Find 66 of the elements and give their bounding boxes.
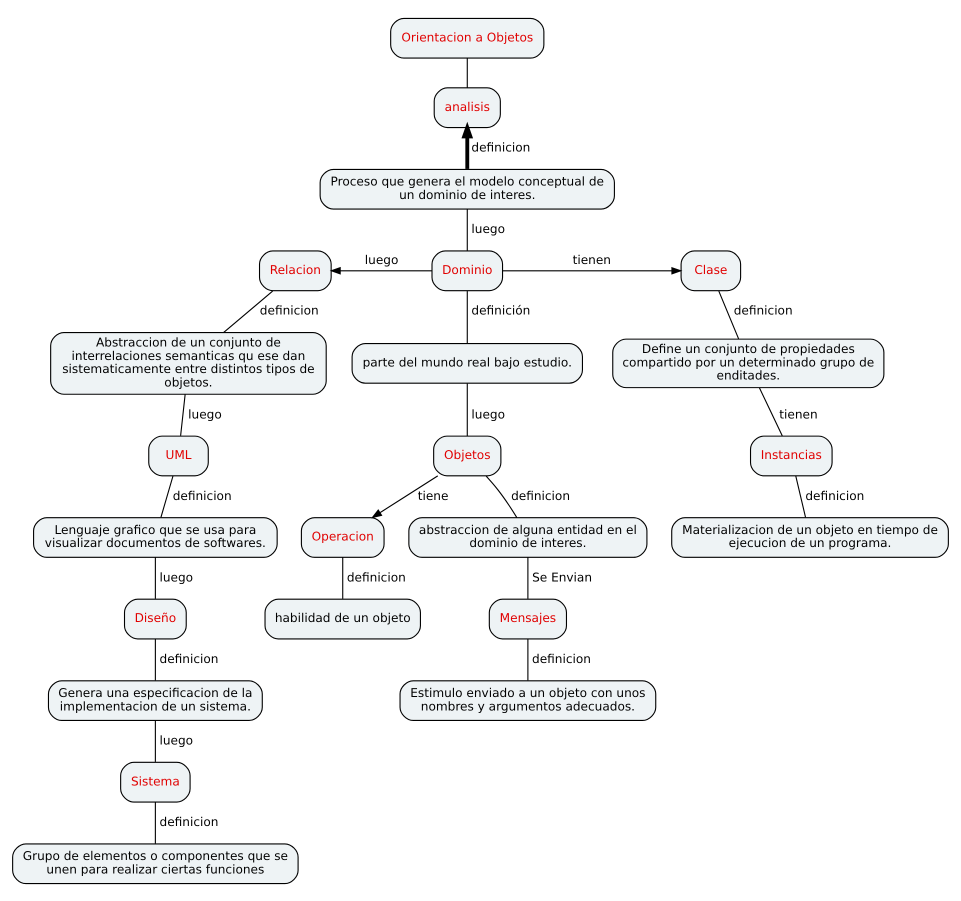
- edge-label: definicion: [160, 814, 218, 829]
- node-box: abstraccion de alguna entidad en el dominio de interes.: [408, 516, 648, 558]
- connector: [180, 394, 186, 436]
- edge-label: tienen: [572, 252, 612, 266]
- connector: [486, 475, 518, 518]
- node-box: Lenguaje grafico que se usa para visualizar documentos de softwares.: [33, 516, 278, 558]
- node-box: Dominio: [431, 250, 504, 291]
- edge-label: definicion: [734, 303, 793, 318]
- arrow: [330, 266, 432, 274]
- edge-label: luego: [471, 222, 506, 236]
- node-box: Objetos: [433, 435, 502, 476]
- connector: [527, 638, 528, 680]
- connector: [154, 720, 156, 762]
- arrow: [461, 121, 474, 168]
- edge-label: tiene: [418, 488, 448, 502]
- connector: [718, 290, 740, 339]
- connector: [758, 387, 783, 436]
- edge-label: definición: [471, 303, 530, 318]
- connector: [154, 638, 156, 680]
- arrow: [502, 266, 682, 274]
- connector: [466, 58, 468, 88]
- node-box: Materializacion de un objeto en tiempo de ejecucion de un programa.: [671, 516, 949, 558]
- node-box: analisis: [434, 86, 501, 128]
- node-box: habilidad de un objeto: [264, 598, 421, 639]
- edge-label: definicion: [532, 651, 591, 666]
- node-box: Abstraccion de un conjunto de interrelaciones semanticas qu ese dan sistematicamente entre distintos tipos de objetos.: [50, 331, 327, 394]
- connector: [795, 475, 806, 517]
- node-box: Clase: [680, 250, 742, 291]
- connector: [342, 556, 344, 598]
- connector: [466, 383, 468, 436]
- connector: [154, 556, 156, 598]
- node-box: Estimulo enviado a un objeto con unos nombres y argumentos adecuados.: [400, 680, 656, 721]
- edge-label: Se Envian: [532, 570, 592, 584]
- node-box: Sistema: [120, 761, 191, 802]
- node-box: Genera una especificacion de la implementacion de un sistema.: [48, 680, 263, 721]
- edge-label: luego: [160, 570, 194, 584]
- node-box: Define un conjunto de propiedades compartido por un determinado grupo de enditades.: [612, 338, 884, 388]
- connector: [154, 802, 156, 843]
- connector: [466, 290, 468, 343]
- arrow: [371, 474, 438, 518]
- node-box: parte del mundo real bajo estudio.: [352, 342, 583, 384]
- node-box: Grupo de elementos o componentes que se unen para realizar ciertas funciones: [12, 842, 299, 884]
- connector: [466, 208, 468, 250]
- edge-label: tienen: [779, 406, 818, 421]
- connector: [223, 290, 274, 332]
- node-box: Orientacion a Objetos: [390, 17, 544, 58]
- edge-label: luego: [188, 406, 222, 421]
- edge-label: definicion: [805, 488, 864, 502]
- edge-label: definicion: [511, 488, 570, 502]
- edge-label: definicion: [160, 651, 218, 666]
- connector: [160, 475, 174, 517]
- node-box: Operacion: [300, 516, 385, 558]
- node-box: Proceso que genera el modelo conceptual de un dominio de interes.: [320, 168, 615, 210]
- edge-label: luego: [364, 252, 398, 266]
- node-box: UML: [148, 435, 209, 476]
- edge-label: definicion: [346, 570, 406, 584]
- edge-label: luego: [160, 733, 194, 747]
- edge-label: definicion: [471, 140, 530, 154]
- connector: [527, 556, 528, 598]
- edge-label: luego: [471, 406, 506, 421]
- node-box: Diseño: [124, 598, 187, 639]
- node-box: Instancias: [750, 435, 833, 476]
- edge-label: definicion: [172, 488, 232, 502]
- node-box: Mensajes: [488, 598, 568, 639]
- node-box: Relacion: [258, 250, 332, 291]
- edge-label: definicion: [260, 303, 319, 318]
